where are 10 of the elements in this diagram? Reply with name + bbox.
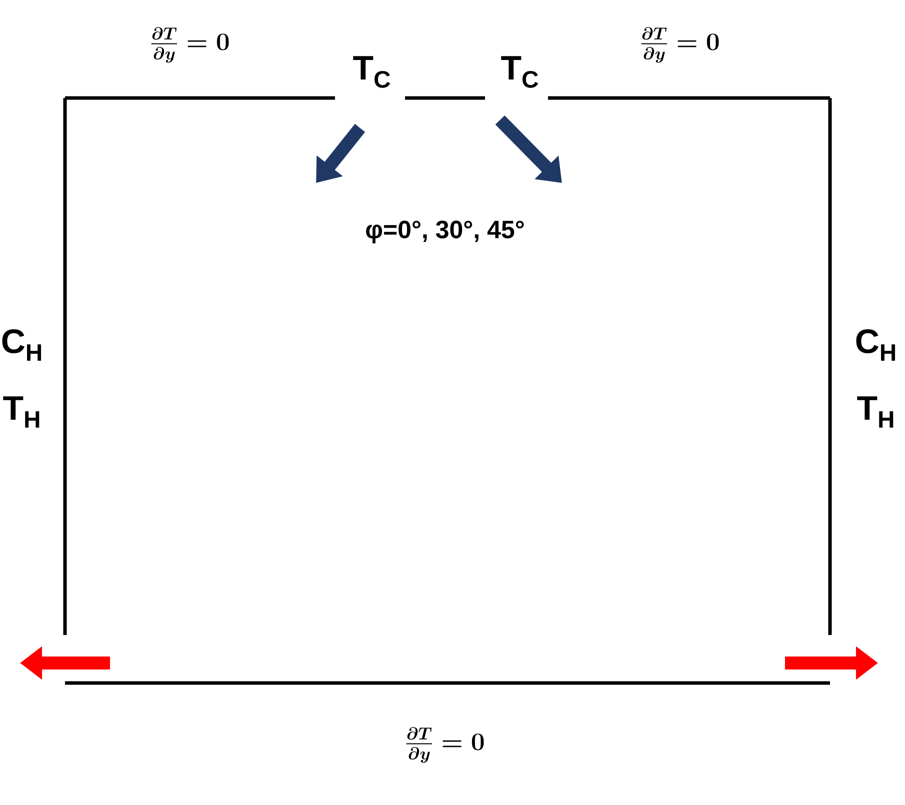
boundary-label: T$_{H}$ xyxy=(3,396,40,428)
boundary-condition: $\frac{\partial T}{\partial y}=0$ xyxy=(151,27,229,63)
boundary-label: T$_{H}$ xyxy=(857,396,894,428)
boundary-condition: $\frac{\partial T}{\partial y}=0$ xyxy=(406,727,484,763)
boundary-label: C$_{H}$ xyxy=(856,329,896,361)
boundary-label: T$_{C}$ xyxy=(353,56,390,88)
angle-label: φ=0°, 30°, 45° xyxy=(366,220,524,244)
boundary-condition: $\frac{\partial T}{\partial y}=0$ xyxy=(641,27,719,63)
boundary-label: T$_{C}$ xyxy=(501,56,538,88)
boundary-label: C$_{H}$ xyxy=(2,329,42,361)
